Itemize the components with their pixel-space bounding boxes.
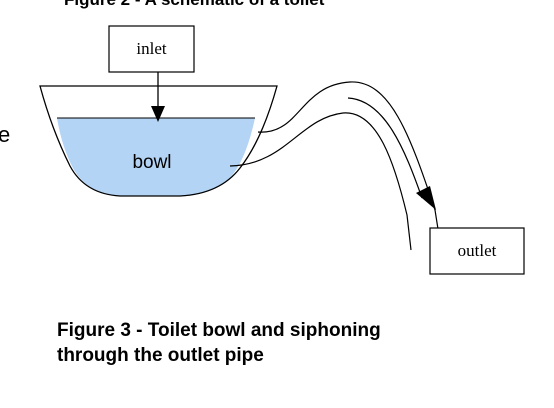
inlet-box [108, 25, 195, 73]
outlet-pipe-lower-wall [229, 112, 412, 251]
bowl-water [57, 118, 255, 196]
flow-arrow-line [347, 97, 423, 199]
flow-arrow-head [416, 186, 436, 210]
figure-caption-line-2: through the outlet pipe [57, 345, 264, 366]
inlet-label: inlet [136, 39, 166, 58]
outlet-label: outlet [458, 241, 497, 260]
cropped-text-fragment: e [0, 122, 10, 147]
figure-caption: Figure 3 - Toilet bowl and siphoning thr… [57, 318, 381, 368]
inlet-arrow-head [151, 106, 165, 122]
bowl-label: bowl [132, 152, 171, 173]
outlet-box [429, 227, 525, 275]
figure-caption-line-1: Figure 3 - Toilet bowl and siphoning [57, 320, 381, 341]
toilet-bowl [39, 85, 278, 197]
previous-figure-caption: Figure 2 - A schematic of a toilet [64, 0, 325, 9]
outlet-pipe-upper-wall [257, 81, 442, 249]
